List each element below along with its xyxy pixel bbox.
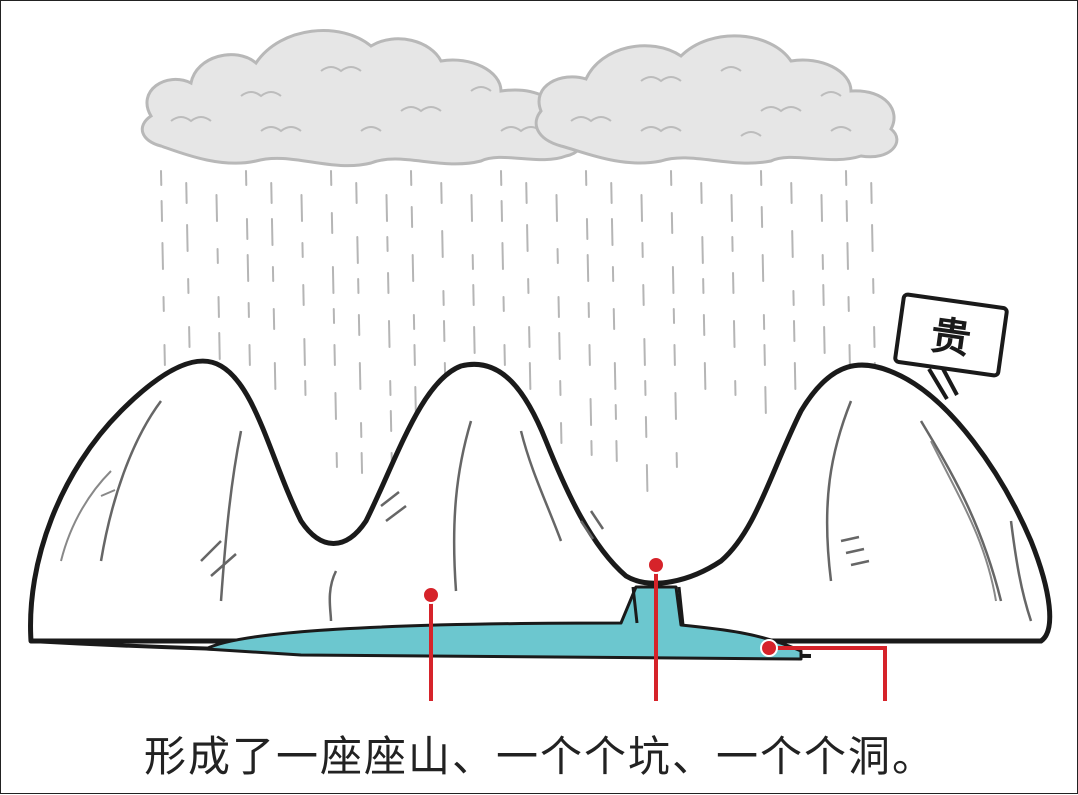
rain-drop — [333, 267, 334, 293]
rain-drop — [559, 333, 560, 359]
rain-drop — [389, 321, 390, 347]
rain-drop — [644, 339, 645, 365]
rain-drop — [731, 195, 732, 221]
rain-drop — [275, 363, 276, 389]
rain-drop — [304, 339, 305, 365]
rain-drop — [527, 225, 528, 251]
rain-drop — [357, 237, 358, 263]
rain-drop — [301, 195, 302, 221]
sign-label: 贵 — [928, 312, 974, 363]
rain-drop — [502, 243, 503, 269]
rain-drop — [588, 255, 589, 281]
rain-drop — [872, 225, 873, 251]
rain-drop — [556, 195, 557, 221]
rain-drop — [734, 321, 735, 347]
rain-drop — [705, 363, 706, 389]
rain-drop — [413, 255, 414, 281]
rain-drop — [360, 363, 361, 389]
rain-clouds — [142, 31, 897, 166]
rain-drop — [335, 393, 336, 419]
rain-drop — [471, 195, 472, 221]
rain-drop — [615, 363, 616, 389]
caption-text: 形成了一座座山、一个个坑、一个个洞。 — [1, 723, 1078, 784]
hill-outline — [31, 361, 1050, 641]
rain-drop — [765, 387, 766, 413]
cloud-left — [142, 31, 584, 166]
rain-drop — [824, 327, 825, 353]
rain-drop — [673, 267, 674, 293]
rain-drop — [612, 219, 613, 245]
rain-drop — [795, 363, 796, 389]
rain-drop — [386, 195, 387, 221]
rain-drop — [647, 465, 648, 491]
rain-drop — [187, 225, 188, 251]
rain-drop — [702, 237, 703, 263]
rain-drop — [675, 393, 676, 419]
rain-drop — [162, 243, 163, 269]
rain-drop — [641, 195, 642, 221]
callout-cave — [761, 640, 885, 701]
rain-drop — [216, 195, 217, 221]
karst-hills — [31, 361, 1050, 656]
rain-drop — [248, 255, 249, 281]
rain-drop — [442, 231, 443, 257]
rain-drop — [474, 327, 475, 353]
rain-drop — [415, 387, 416, 413]
rain-drop — [591, 399, 592, 425]
rain-drop — [821, 195, 822, 221]
rain-drop — [530, 363, 531, 389]
rain-drop — [847, 243, 848, 269]
rain-drop — [272, 219, 273, 245]
rain-drop — [792, 231, 793, 257]
rain-drop — [763, 255, 764, 281]
rain-drop — [219, 333, 220, 359]
cloud-right — [536, 36, 897, 163]
